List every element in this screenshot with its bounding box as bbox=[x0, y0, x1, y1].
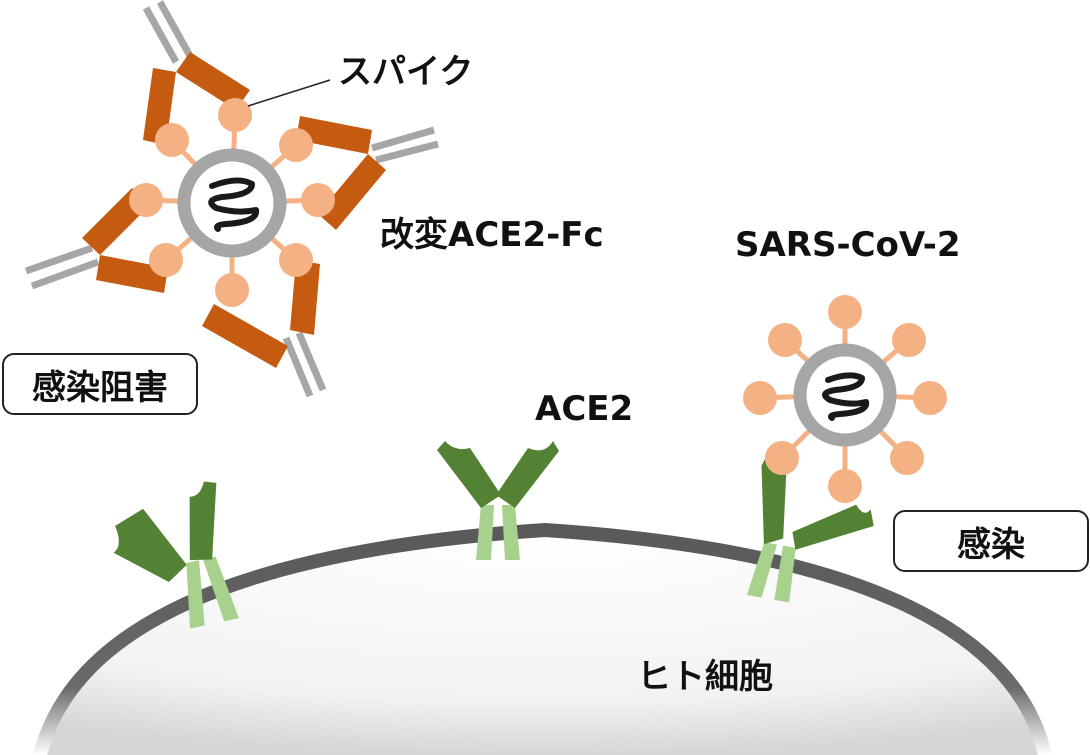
infection-inhibition-box: 感染阻害 bbox=[2, 353, 198, 415]
spike-leader-line bbox=[247, 79, 331, 107]
cell-body bbox=[40, 530, 1045, 755]
ace2-arm-left bbox=[437, 441, 501, 508]
ace2-stem-left bbox=[476, 505, 494, 560]
sars-cov-2-label: SARS-CoV-2 bbox=[735, 225, 961, 265]
ace2-arm-left bbox=[113, 508, 187, 582]
decoy-virus-envelope bbox=[177, 148, 287, 258]
ace2-arm-right bbox=[496, 441, 559, 508]
ace2-receptor-center bbox=[437, 441, 559, 560]
ace2-stem-left bbox=[186, 560, 205, 629]
modified-ace2-fc-complex bbox=[24, 0, 439, 398]
spike-label: スパイク bbox=[338, 52, 474, 92]
ace2-stem-left bbox=[746, 542, 778, 598]
ace2-label: ACE2 bbox=[535, 389, 634, 429]
ace2-arm-right bbox=[189, 481, 217, 561]
modified-ace2-fc-label: 改変ACE2-Fc bbox=[380, 215, 604, 255]
ace2-receptor-right bbox=[746, 457, 874, 603]
ace2-arm-right bbox=[792, 504, 874, 550]
virus-envelope bbox=[793, 343, 897, 447]
spike-proteins bbox=[743, 295, 947, 503]
decoy-arms bbox=[82, 52, 386, 368]
sars-cov-2-virus bbox=[743, 295, 947, 503]
fc-stems bbox=[24, 0, 439, 398]
human-cell-label: ヒト細胞 bbox=[637, 657, 773, 697]
cell-membrane bbox=[33, 522, 1052, 755]
human-cell bbox=[33, 522, 1052, 755]
ace2-stem-right bbox=[502, 505, 520, 560]
ace2-stem-right bbox=[202, 556, 239, 622]
infection-box: 感染 bbox=[893, 510, 1089, 572]
ace2-stem-right bbox=[774, 545, 796, 603]
ace2-arm-left bbox=[761, 457, 787, 545]
virus-rna bbox=[822, 372, 870, 421]
decoy-virus-rna bbox=[208, 177, 260, 232]
ace2-receptor-left bbox=[113, 481, 239, 629]
